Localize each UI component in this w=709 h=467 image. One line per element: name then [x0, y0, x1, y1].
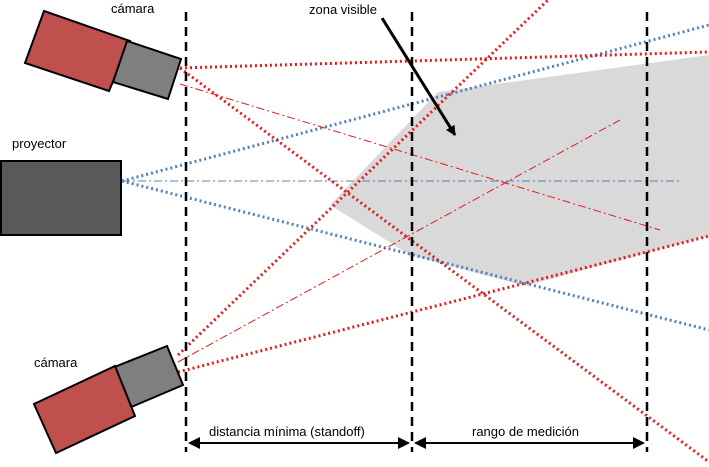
top-camera-ray-upper	[179, 50, 709, 70]
min-distance-label: distancia mínima (standoff)	[209, 424, 365, 439]
visible-zone-area	[330, 55, 709, 286]
camera-bottom-label: cámara	[34, 355, 78, 370]
bottom-camera-rays	[176, 0, 709, 374]
standoff-arrow-left-head	[188, 437, 200, 449]
range-label-bg	[468, 423, 596, 440]
visible-zone-label: zona visible	[309, 2, 377, 17]
bottom-camera-ray-lower	[177, 234, 709, 374]
projector-rays	[121, 23, 709, 332]
standoff-label-bg	[206, 423, 386, 440]
dimension-arrows	[188, 437, 645, 449]
measurement-range-label: rango de medición	[472, 424, 579, 439]
bottom-camera	[32, 344, 185, 455]
bottom-camera-axis	[177, 119, 621, 363]
boundary-lines	[184, 12, 649, 452]
range-arrow-right-head	[633, 437, 645, 449]
range-arrow-left-head	[414, 437, 426, 449]
top-camera	[23, 9, 183, 101]
projector-label: proyector	[12, 136, 67, 151]
top-camera-lens	[111, 39, 183, 101]
top-camera-axis	[179, 83, 661, 231]
top-camera-body	[23, 9, 132, 93]
bottom-camera-ray-upper	[176, 0, 550, 357]
projector-ray-lower	[121, 179, 709, 332]
bottom-camera-body	[32, 364, 137, 455]
standoff-arrow-right-head	[398, 437, 410, 449]
visible-zone-label-bg	[307, 1, 383, 18]
projector-ray-upper	[121, 23, 709, 183]
top-camera-rays	[179, 50, 709, 464]
camera-top-label: cámara	[111, 1, 155, 16]
projector-body	[0, 160, 122, 236]
visible-zone-arrow	[380, 17, 457, 136]
